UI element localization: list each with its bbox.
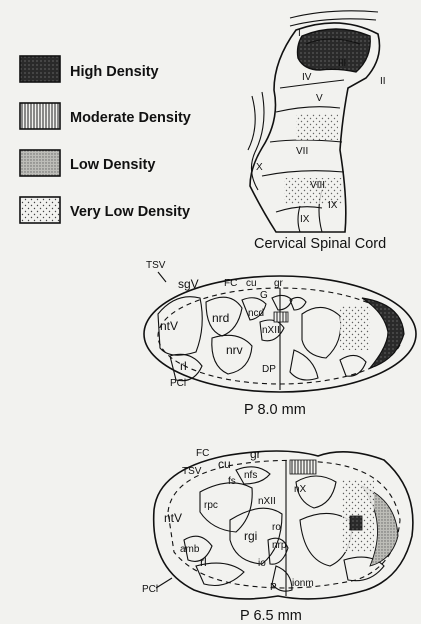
structure-label: amb — [180, 544, 200, 555]
legend-label: High Density — [70, 64, 159, 80]
structure-label: fs — [228, 476, 236, 487]
spinal-cord-drawing: I II III IV V VII VIII IX IX X Cervical … — [248, 11, 386, 252]
structure-label: ncd — [248, 308, 264, 319]
lamina-label: IX — [328, 200, 338, 211]
structure-label: TSV — [182, 466, 202, 477]
legend: High Density Moderate Density Low Densit… — [20, 56, 191, 223]
structure-label: nrd — [212, 311, 229, 325]
structure-label: nrv — [226, 343, 243, 357]
structure-label: rgi — [244, 529, 257, 543]
structure-label: ntV — [164, 511, 182, 525]
structure-label: FC — [196, 448, 209, 459]
structure-label: PCl — [170, 378, 186, 389]
lamina-label: II — [380, 76, 386, 87]
structure-label: nX — [294, 484, 307, 495]
structure-label: nfs — [244, 470, 257, 481]
structure-label: PCl — [142, 584, 158, 595]
lamina-label: I — [298, 28, 301, 39]
structure-label: rpc — [204, 500, 218, 511]
lamina-high-density — [298, 29, 371, 72]
structure-label: gr — [250, 447, 261, 461]
lamina-label: IV — [302, 72, 312, 83]
spinal-cord-caption: Cervical Spinal Cord — [254, 236, 386, 252]
structure-label: nXII — [262, 325, 280, 336]
legend-item-low: Low Density — [20, 150, 155, 176]
structure-label: sgV — [178, 277, 199, 291]
structure-label: DP — [262, 364, 276, 375]
structure-label: ionm — [292, 578, 314, 589]
legend-item-verylow: Very Low Density — [20, 197, 190, 223]
lamina-label: IX — [300, 214, 310, 225]
structure-label: cu — [246, 278, 257, 289]
lamina-label: X — [256, 162, 263, 173]
structure-label: FC — [224, 278, 237, 289]
structure-label: gr — [274, 278, 284, 289]
structure-label: nrp — [272, 540, 287, 551]
section-p6-drawing: FC cu gr TSV fs nfs nX ntV rpc nXII rgi … — [142, 447, 413, 624]
structure-label: rl — [200, 555, 207, 569]
structure-label: io — [258, 558, 266, 569]
high-density-swatch — [20, 56, 60, 82]
very-low-density-swatch — [20, 197, 60, 223]
structure-label: ntV — [160, 319, 178, 333]
lamina-label: III — [338, 58, 346, 69]
legend-item-moderate: Moderate Density — [20, 103, 191, 129]
lamina-label: VII — [296, 146, 308, 157]
structure-label: ro — [272, 522, 281, 533]
structure-label: cu — [218, 457, 231, 471]
moderate-density-swatch — [20, 103, 60, 129]
legend-label: Low Density — [70, 157, 155, 173]
legend-item-high: High Density — [20, 56, 159, 82]
legend-label: Very Low Density — [70, 204, 190, 220]
section-p6-caption: P 6.5 mm — [240, 608, 302, 624]
structure-label: P — [270, 582, 277, 593]
structure-label: nXII — [258, 496, 276, 507]
legend-label: Moderate Density — [70, 110, 191, 126]
low-density-swatch — [20, 150, 60, 176]
section-p8-drawing: TSV sgV FC cu gr G ntV nrd ncd nrv nXII … — [144, 260, 416, 418]
structure-label: G — [260, 290, 268, 301]
lamina-label: V — [316, 93, 323, 104]
section-p8-caption: P 8.0 mm — [244, 402, 306, 418]
structure-label: TSV — [146, 260, 166, 271]
structure-label: rl — [180, 359, 187, 373]
lamina-label: VIII — [310, 180, 325, 191]
